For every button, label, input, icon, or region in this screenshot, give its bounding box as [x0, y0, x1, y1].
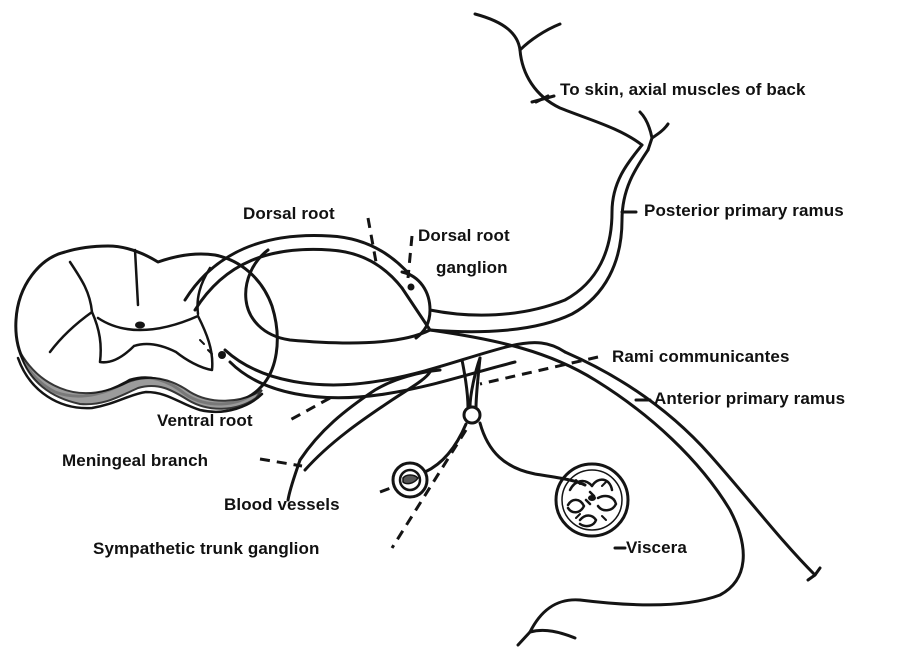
label-anterior-primary-ramus: Anterior primary ramus [654, 389, 845, 409]
label-dorsal-root-ganglion-line1: Dorsal root [418, 226, 510, 246]
label-posterior-primary-ramus: Posterior primary ramus [644, 201, 844, 221]
label-viscera: Viscera [626, 538, 687, 558]
spinal-cord [16, 246, 277, 412]
leader-lines [260, 96, 650, 548]
label-dorsal-root-ganglion-line2: ganglion [436, 258, 508, 278]
label-meningeal-branch: Meningeal branch [62, 451, 208, 471]
dorsal-root-path [185, 145, 648, 343]
label-sympathetic-trunk-ganglion: Sympathetic trunk ganglion [93, 539, 319, 559]
meningeal-branch [288, 370, 440, 500]
ventral-root-path [225, 330, 820, 645]
sympathetic-chain [425, 358, 585, 485]
label-dorsal-root: Dorsal root [243, 204, 335, 224]
label-to-skin: To skin, axial muscles of back [560, 80, 806, 100]
blood-vessel [393, 463, 427, 497]
label-blood-vessels: Blood vessels [224, 495, 340, 515]
label-ventral-root: Ventral root [157, 411, 253, 431]
label-rami-communicantes: Rami communicantes [612, 347, 790, 367]
viscera-organ [556, 464, 628, 536]
